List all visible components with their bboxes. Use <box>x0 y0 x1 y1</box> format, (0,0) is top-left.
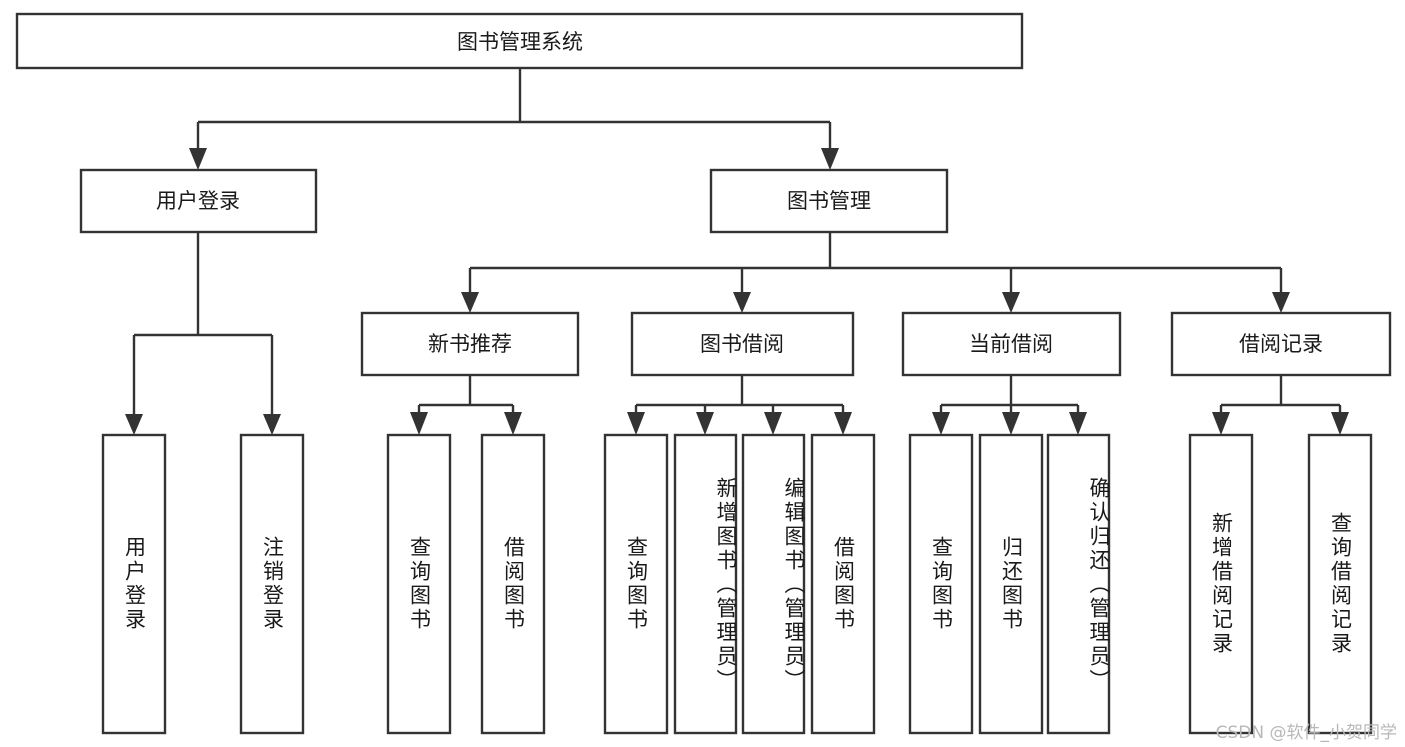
arrow-to-user-login <box>189 148 207 170</box>
node-root[interactable]: 图书管理系统 <box>15 12 1024 70</box>
node-leaf-query-record-box[interactable] <box>1307 433 1373 735</box>
leaf-boxes <box>101 433 1373 735</box>
node-leaf-query-book-2-box[interactable] <box>603 433 669 735</box>
arrow-leaf-confirm-return <box>1069 412 1087 435</box>
arrow-to-new-book-recommend <box>461 292 479 313</box>
node-user-login[interactable]: 用户登录 <box>79 168 318 234</box>
node-current-borrow[interactable]: 当前借阅 <box>901 311 1122 377</box>
node-leaf-query-book-1-box[interactable] <box>386 433 452 735</box>
csdn-watermark: CSDN @软件_小贺同学 <box>1215 723 1397 743</box>
arrow-to-book-borrow <box>733 292 751 313</box>
node-new-book-recommend-label: 新书推荐 <box>428 332 512 356</box>
arrow-leaf-borrow-book-1 <box>504 412 522 435</box>
arrow-leaf-user-login <box>125 414 143 435</box>
node-book-manage-label: 图书管理 <box>787 189 871 213</box>
node-user-login-label: 用户登录 <box>156 189 240 213</box>
arrow-leaf-query-book-2 <box>627 412 645 435</box>
node-leaf-query-book-3-box[interactable] <box>908 433 974 735</box>
node-new-book-recommend[interactable]: 新书推荐 <box>360 311 580 377</box>
arrow-leaf-query-book-3 <box>932 412 950 435</box>
node-leaf-return-book-box[interactable] <box>978 433 1044 735</box>
arrow-leaf-edit-book <box>764 412 782 435</box>
node-leaf-edit-book-box[interactable] <box>741 433 806 735</box>
node-new-book-recommend-box[interactable] <box>360 311 580 377</box>
node-book-manage-box[interactable] <box>709 168 949 234</box>
node-user-login-box[interactable] <box>79 168 318 234</box>
node-borrow-record-box[interactable] <box>1170 311 1392 377</box>
connector-group-book-borrow <box>627 375 852 435</box>
connector-group-new-book-recommend <box>410 375 522 435</box>
arrow-to-current-borrow <box>1002 292 1020 313</box>
connector-group-book-manage <box>461 232 1290 313</box>
node-current-borrow-box[interactable] <box>901 311 1122 377</box>
arrow-leaf-query-book-1 <box>410 412 428 435</box>
connector-group-user-login <box>125 232 281 435</box>
arrow-to-borrow-record <box>1272 292 1290 313</box>
node-leaf-logout-login-box[interactable] <box>239 433 305 735</box>
arrow-leaf-return-book <box>1002 412 1020 435</box>
node-root-box[interactable] <box>15 12 1024 70</box>
arrow-leaf-logout-login <box>263 414 281 435</box>
node-book-borrow[interactable]: 图书借阅 <box>630 311 855 377</box>
node-book-manage[interactable]: 图书管理 <box>709 168 949 234</box>
arrow-leaf-borrow-book-2 <box>834 412 852 435</box>
node-borrow-record-label: 借阅记录 <box>1239 332 1323 356</box>
node-book-borrow-box[interactable] <box>630 311 855 377</box>
arrow-leaf-add-record <box>1212 412 1230 435</box>
connector-group-root <box>189 68 839 170</box>
node-leaf-user-login-box[interactable] <box>101 433 167 735</box>
node-leaf-borrow-book-1-box[interactable] <box>480 433 546 735</box>
node-root-label: 图书管理系统 <box>457 30 583 54</box>
node-leaf-add-book-box[interactable] <box>673 433 738 735</box>
node-borrow-record[interactable]: 借阅记录 <box>1170 311 1392 377</box>
arrow-leaf-query-record <box>1331 412 1349 435</box>
node-leaf-borrow-book-2-box[interactable] <box>810 433 876 735</box>
node-leaf-add-record-box[interactable] <box>1188 433 1254 735</box>
node-book-borrow-label: 图书借阅 <box>700 332 784 356</box>
node-current-borrow-label: 当前借阅 <box>969 332 1053 356</box>
node-leaf-confirm-return-box[interactable] <box>1046 433 1111 735</box>
arrow-leaf-add-book <box>696 412 714 435</box>
connector-group-borrow-record <box>1212 375 1349 435</box>
connector-group-current-borrow <box>932 375 1087 435</box>
arrow-to-book-manage <box>821 148 839 170</box>
